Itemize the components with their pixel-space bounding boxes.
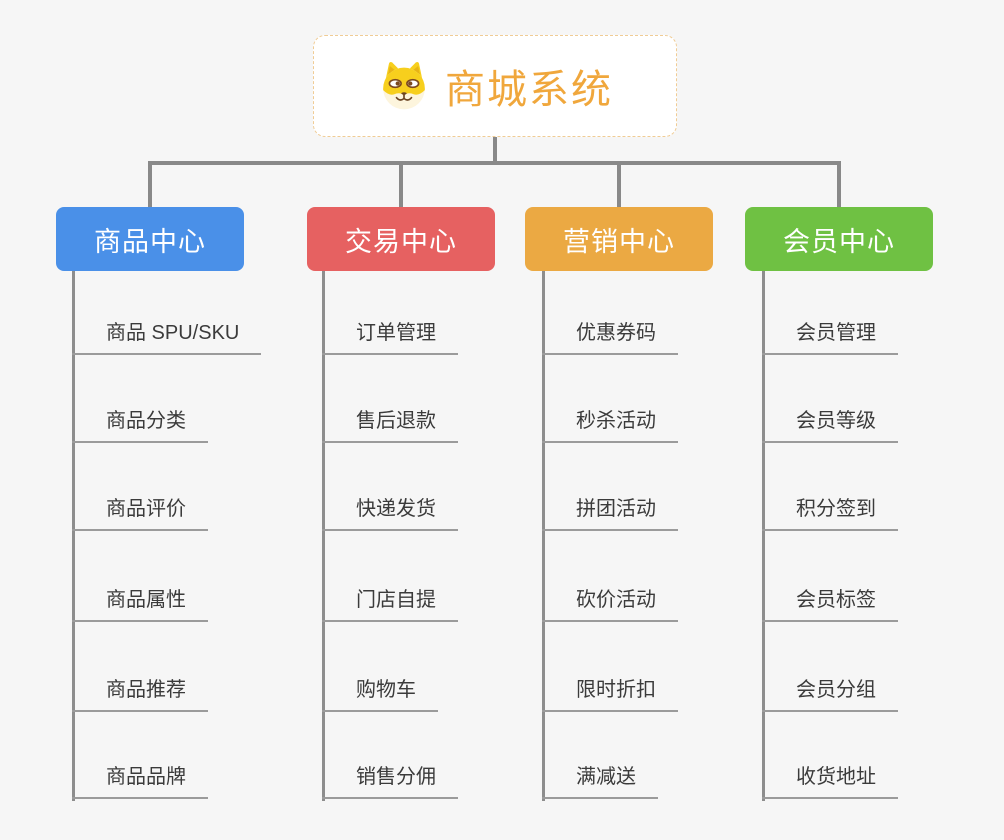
connector-drop-members (837, 161, 841, 207)
leaf-item[interactable]: 砍价活动 (542, 585, 678, 622)
leaf-item[interactable]: 售后退款 (322, 406, 458, 443)
leaf-item[interactable]: 商品推荐 (72, 675, 208, 712)
leaf-item[interactable]: 满减送 (542, 762, 658, 799)
leaf-item[interactable]: 门店自提 (322, 585, 458, 622)
leaf-item[interactable]: 商品分类 (72, 406, 208, 443)
root-title: 商城系统 (445, 68, 613, 112)
dog-face-icon (377, 61, 431, 111)
root-node[interactable]: 商城系统 (313, 35, 677, 137)
branch-header-members[interactable]: 会员中心 (745, 207, 933, 271)
leaf-item[interactable]: 收货地址 (762, 762, 898, 799)
leaf-item[interactable]: 会员等级 (762, 406, 898, 443)
leaf-item[interactable]: 商品评价 (72, 494, 208, 531)
leaf-item[interactable]: 拼团活动 (542, 494, 678, 531)
connector-root-stem (493, 137, 497, 163)
connector-drop-trade (399, 161, 403, 207)
branch-header-trade[interactable]: 交易中心 (307, 207, 495, 271)
leaf-item[interactable]: 会员管理 (762, 318, 898, 355)
branch-spine-members (762, 270, 765, 801)
branch-header-products[interactable]: 商品中心 (56, 207, 244, 271)
leaf-item[interactable]: 限时折扣 (542, 675, 678, 712)
branch-spine-trade (322, 270, 325, 801)
leaf-item[interactable]: 优惠券码 (542, 318, 678, 355)
leaf-item[interactable]: 积分签到 (762, 494, 898, 531)
leaf-item[interactable]: 会员分组 (762, 675, 898, 712)
leaf-item[interactable]: 会员标签 (762, 585, 898, 622)
connector-drop-products (148, 161, 152, 207)
leaf-item[interactable]: 购物车 (322, 675, 438, 712)
branch-spine-products (72, 270, 75, 801)
connector-drop-marketing (617, 161, 621, 207)
leaf-item[interactable]: 商品属性 (72, 585, 208, 622)
leaf-item[interactable]: 快递发货 (322, 494, 458, 531)
branch-header-marketing[interactable]: 营销中心 (525, 207, 713, 271)
connector-horizontal-bar (148, 161, 841, 165)
leaf-item[interactable]: 订单管理 (322, 318, 458, 355)
branch-spine-marketing (542, 270, 545, 801)
leaf-item[interactable]: 商品 SPU/SKU (72, 318, 262, 355)
leaf-item[interactable]: 销售分佣 (322, 762, 458, 799)
leaf-item[interactable]: 秒杀活动 (542, 406, 678, 443)
leaf-item[interactable]: 商品品牌 (72, 762, 208, 799)
